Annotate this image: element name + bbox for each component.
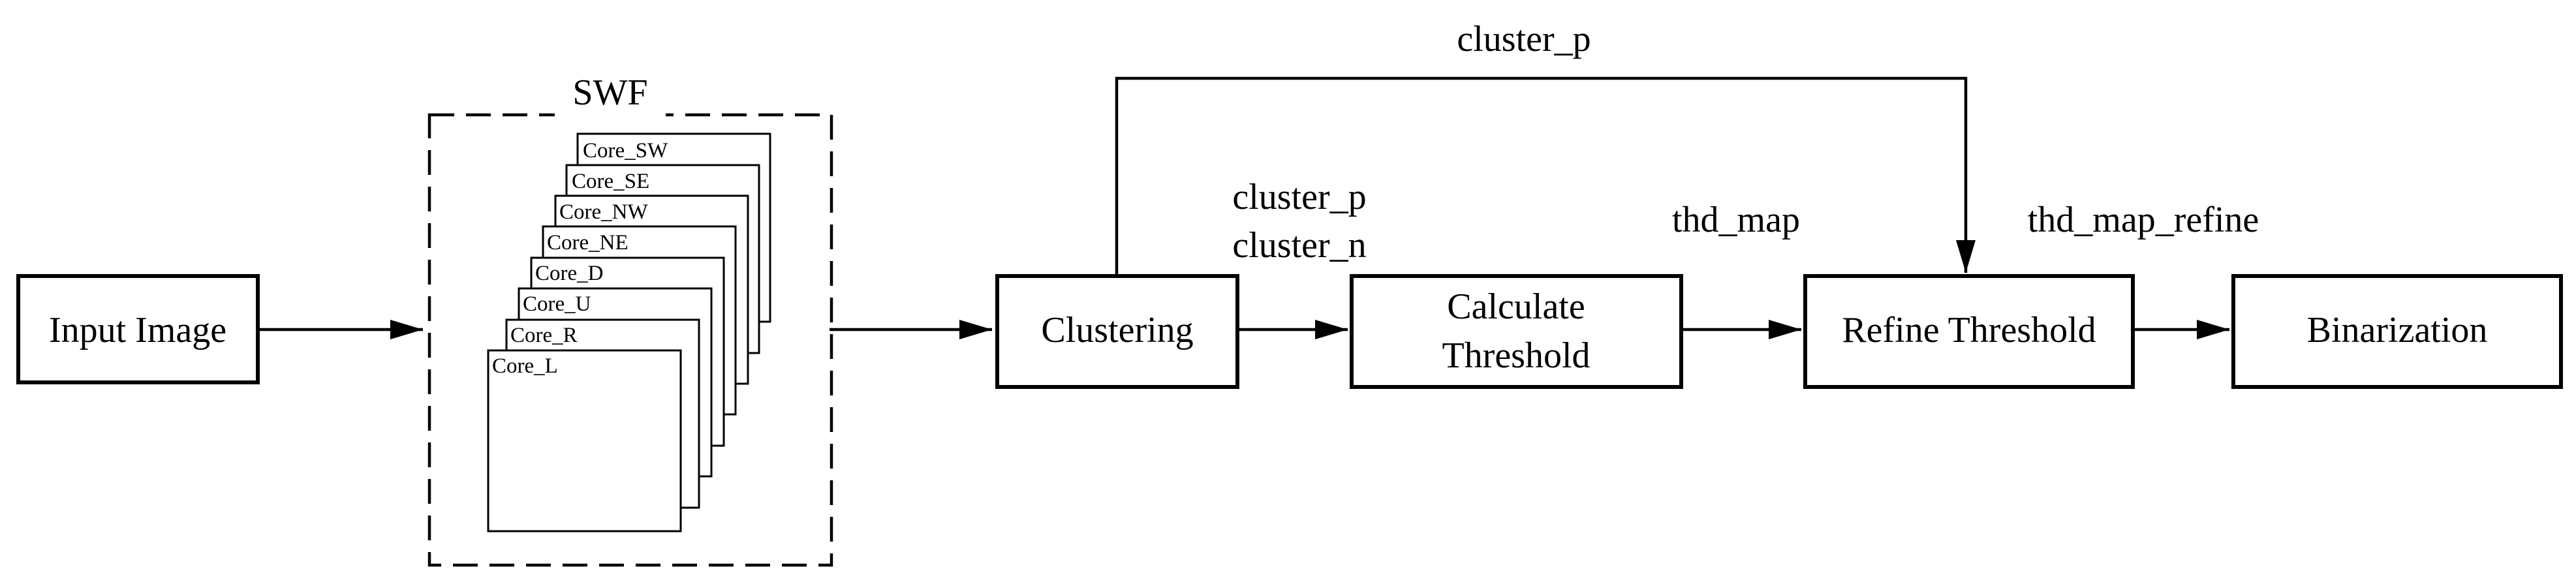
feedback-cluster-p-line xyxy=(1115,76,1976,276)
core-label-d: Core_D xyxy=(535,262,603,285)
input-image-label: Input Image xyxy=(49,310,226,350)
core-card-l: Core_L xyxy=(487,349,682,532)
refine-label: Refine Threshold xyxy=(1842,310,2096,350)
edge-label-cluster-n: cluster_n xyxy=(1232,225,1366,266)
refine-threshold-node: Refine Threshold xyxy=(1803,274,2135,389)
core-label-sw: Core_SW xyxy=(583,139,668,162)
clustering-node: Clustering xyxy=(995,274,1239,389)
core-label-u: Core_U xyxy=(523,292,591,316)
edge-label-thd-map-refine: thd_map_refine xyxy=(2028,200,2259,240)
swf-title-mask xyxy=(555,98,666,134)
core-label-r: Core_R xyxy=(510,324,578,347)
edge-label-cluster-p-top: cluster_p xyxy=(1457,19,1591,59)
edge-label-cluster-p: cluster_p xyxy=(1232,177,1366,217)
core-label-se: Core_SE xyxy=(572,170,649,193)
binarization-label: Binarization xyxy=(2307,310,2488,350)
swf-group: SWF Core_SW Core_SE Core_NW Core_NE Core… xyxy=(427,72,833,567)
core-label-nw: Core_NW xyxy=(559,200,648,224)
swf-title: SWF xyxy=(572,72,647,113)
calculate-threshold-node: Calculate Threshold xyxy=(1350,274,1683,389)
core-label-ne: Core_NE xyxy=(547,231,628,254)
edge-label-thd-map: thd_map xyxy=(1672,200,1800,240)
clustering-label: Clustering xyxy=(1041,310,1193,350)
calc-label-line1: Calculate xyxy=(1447,286,1585,327)
binarization-node: Binarization xyxy=(2231,274,2563,389)
calc-label-line2: Threshold xyxy=(1442,335,1590,376)
core-label-l: Core_L xyxy=(492,354,558,378)
input-image-node: Input Image xyxy=(16,274,260,384)
